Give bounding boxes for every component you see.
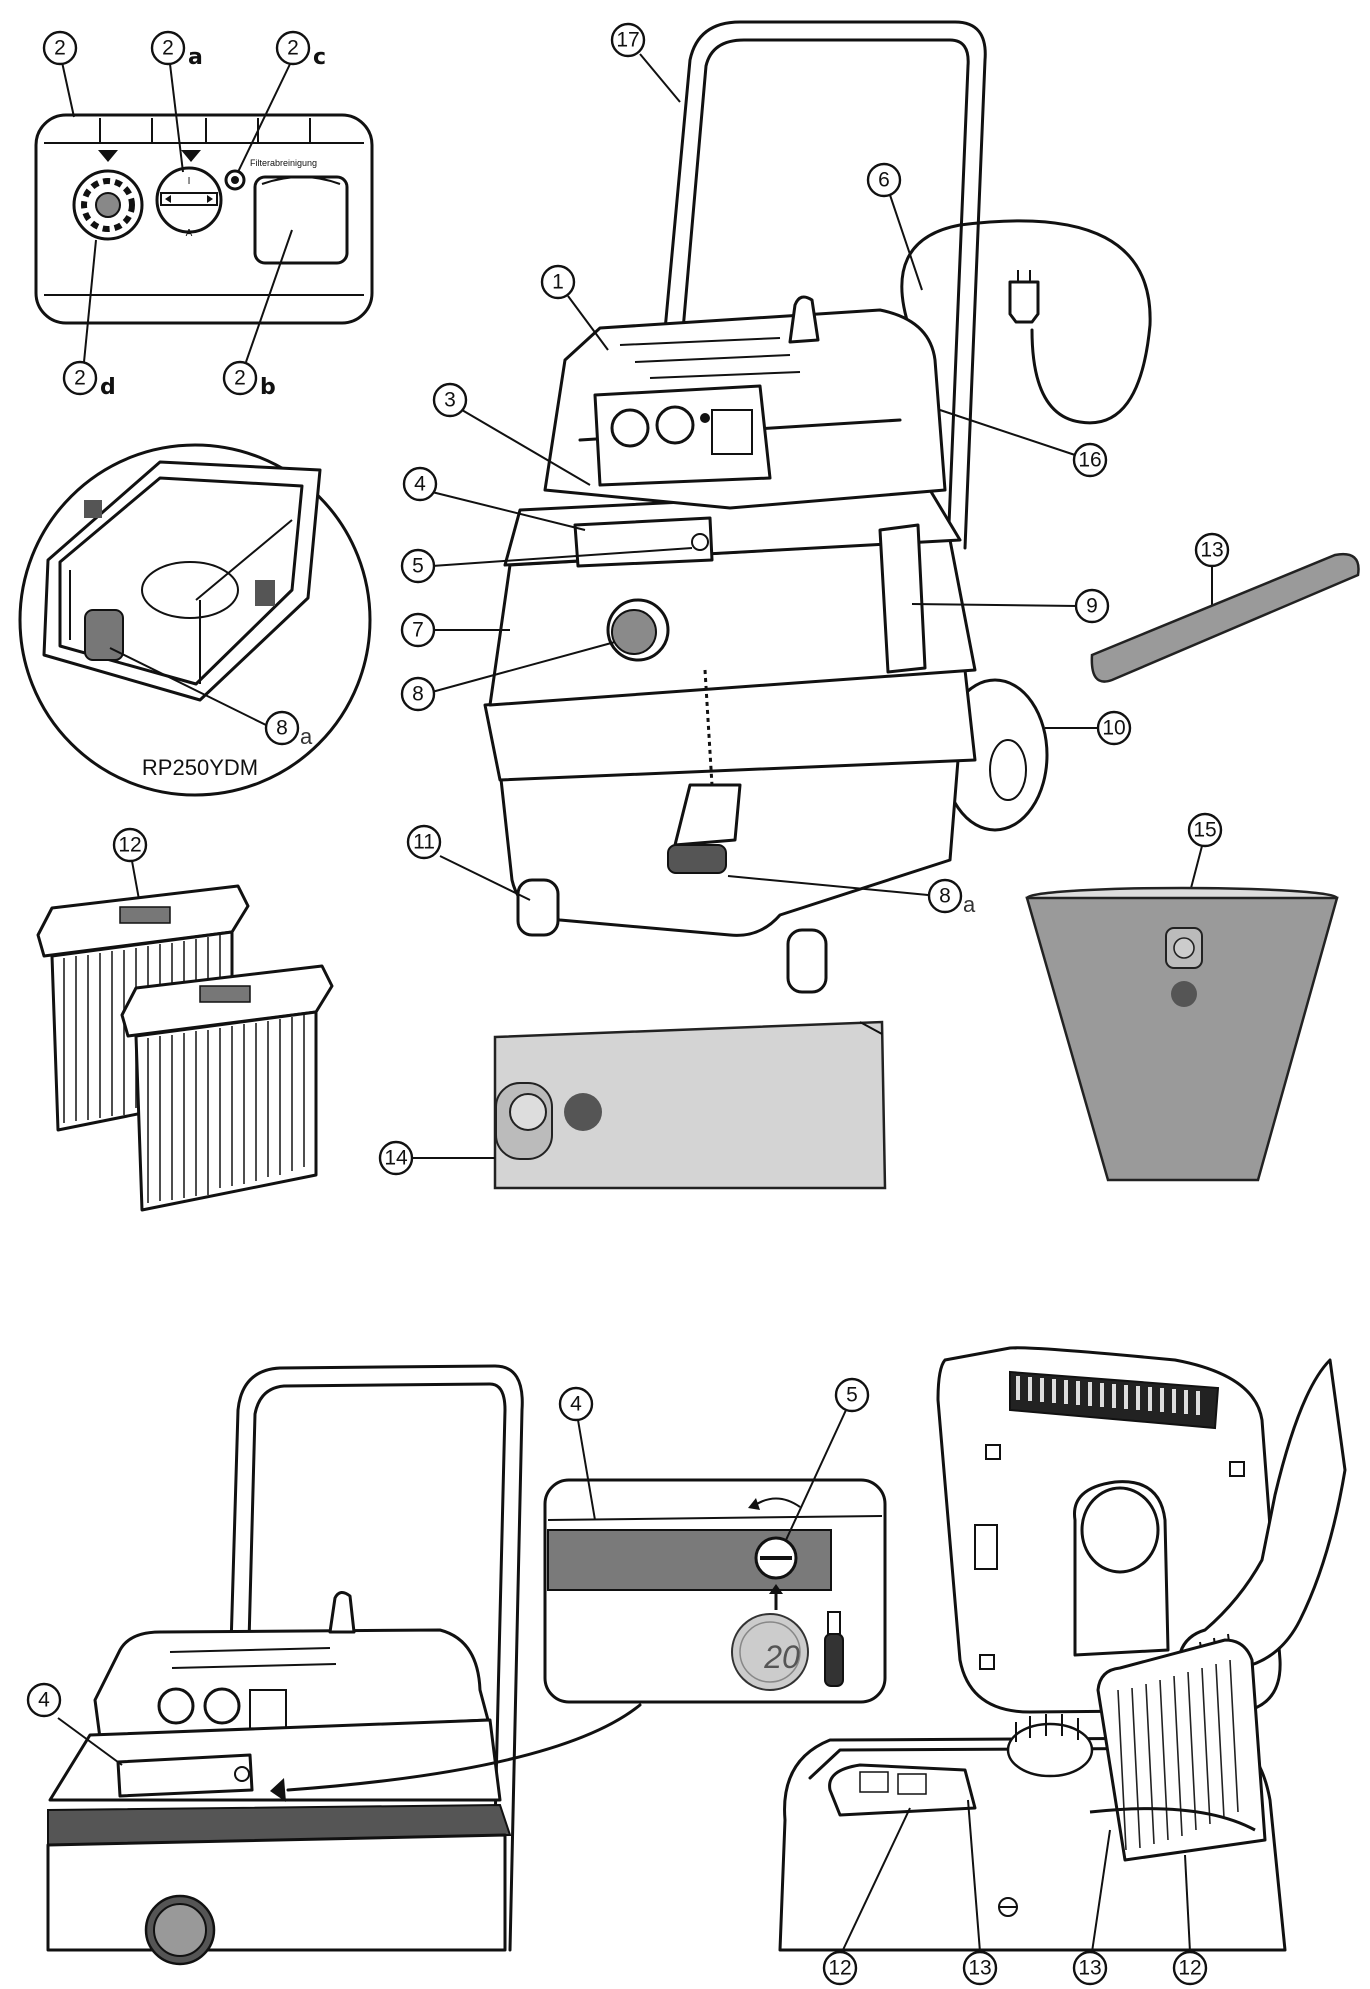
callout-13-bl: 13 [968, 1957, 991, 1980]
callout-5: 5 [412, 555, 424, 578]
filter-change-scene [778, 1346, 1347, 1952]
callout-8a-detail: 8 [276, 717, 288, 740]
arrow-down-icon [98, 150, 118, 162]
container-detail-circle: RP250YDM 8 a [18, 443, 372, 797]
suffix-a-detail: a [300, 724, 313, 749]
callout-13-seal: 13 [1200, 539, 1223, 562]
callout-17: 17 [616, 29, 639, 52]
callout-12-br: 12 [1178, 1957, 1201, 1980]
main-callouts: 17 6 1 16 3 4 5 7 8 9 10 11 [400, 22, 1132, 917]
suction-dial[interactable]: I A [155, 166, 223, 239]
vacuum-detail-bottom: 4 [26, 1364, 642, 1966]
arrow-down-icon [181, 150, 201, 162]
panel-callouts: 2 2 a 2 c 2 d 2 b [42, 30, 326, 400]
filter-bag-14: 14 [378, 1020, 887, 1190]
callout-8: 8 [412, 683, 424, 706]
filter-unlock-inset: 20 4 5 [543, 1377, 887, 1704]
screwdriver-icon [824, 1611, 844, 1687]
dial-letter-bottom: A [186, 228, 193, 239]
callout-2: 2 [54, 37, 66, 60]
panel-small-text: Filterabreinigung [250, 158, 317, 168]
callout-8a: 8 [939, 885, 951, 908]
callout-12-bl: 12 [828, 1957, 851, 1980]
callout-16: 16 [1078, 449, 1101, 472]
callout-9: 9 [1086, 595, 1098, 618]
callout-10: 10 [1102, 717, 1125, 740]
power-switch[interactable] [72, 169, 144, 241]
callout-1: 1 [552, 271, 564, 294]
plug-icon [1008, 280, 1040, 324]
callout-3: 3 [444, 389, 456, 412]
coin-icon: 20 [731, 1613, 809, 1691]
suffix-d: d [100, 375, 116, 400]
callout-2a: 2 [162, 37, 174, 60]
callout-13-br: 13 [1078, 1957, 1101, 1980]
callout-11: 11 [413, 831, 435, 854]
model-label: RP250YDM [142, 755, 258, 780]
callout-2d: 2 [74, 367, 86, 390]
callout-2b: 2 [234, 367, 246, 390]
power-socket [253, 175, 349, 265]
suffix-c: c [313, 45, 326, 70]
accessory-seal-13: 13 [1090, 532, 1360, 683]
coin-text: 20 [763, 1639, 800, 1675]
dial-letter-top: I [188, 176, 191, 187]
callout-15: 15 [1193, 819, 1216, 842]
callout-2c: 2 [287, 37, 299, 60]
suffix-a: a [188, 45, 203, 70]
filter-change-callouts: 12 13 13 12 [822, 1799, 1208, 1986]
callout-7: 7 [412, 619, 424, 642]
callout-14: 14 [384, 1147, 408, 1170]
filter-cartridges: 12 [36, 827, 334, 1212]
callout-4-bottom: 4 [38, 1689, 50, 1712]
suffix-b: b [260, 375, 276, 400]
suffix-a-main: a [963, 892, 976, 917]
collection-bag-15: 15 [1025, 812, 1339, 1182]
callout-4-inset: 4 [570, 1393, 582, 1416]
vacuum-main-unit [483, 20, 1152, 994]
callout-12-filters: 12 [118, 834, 141, 857]
control-panel-detail: I A Filterabreinigung [34, 113, 374, 325]
callout-4: 4 [414, 473, 426, 496]
callout-6: 6 [878, 169, 890, 192]
callout-5-inset: 5 [846, 1384, 858, 1407]
